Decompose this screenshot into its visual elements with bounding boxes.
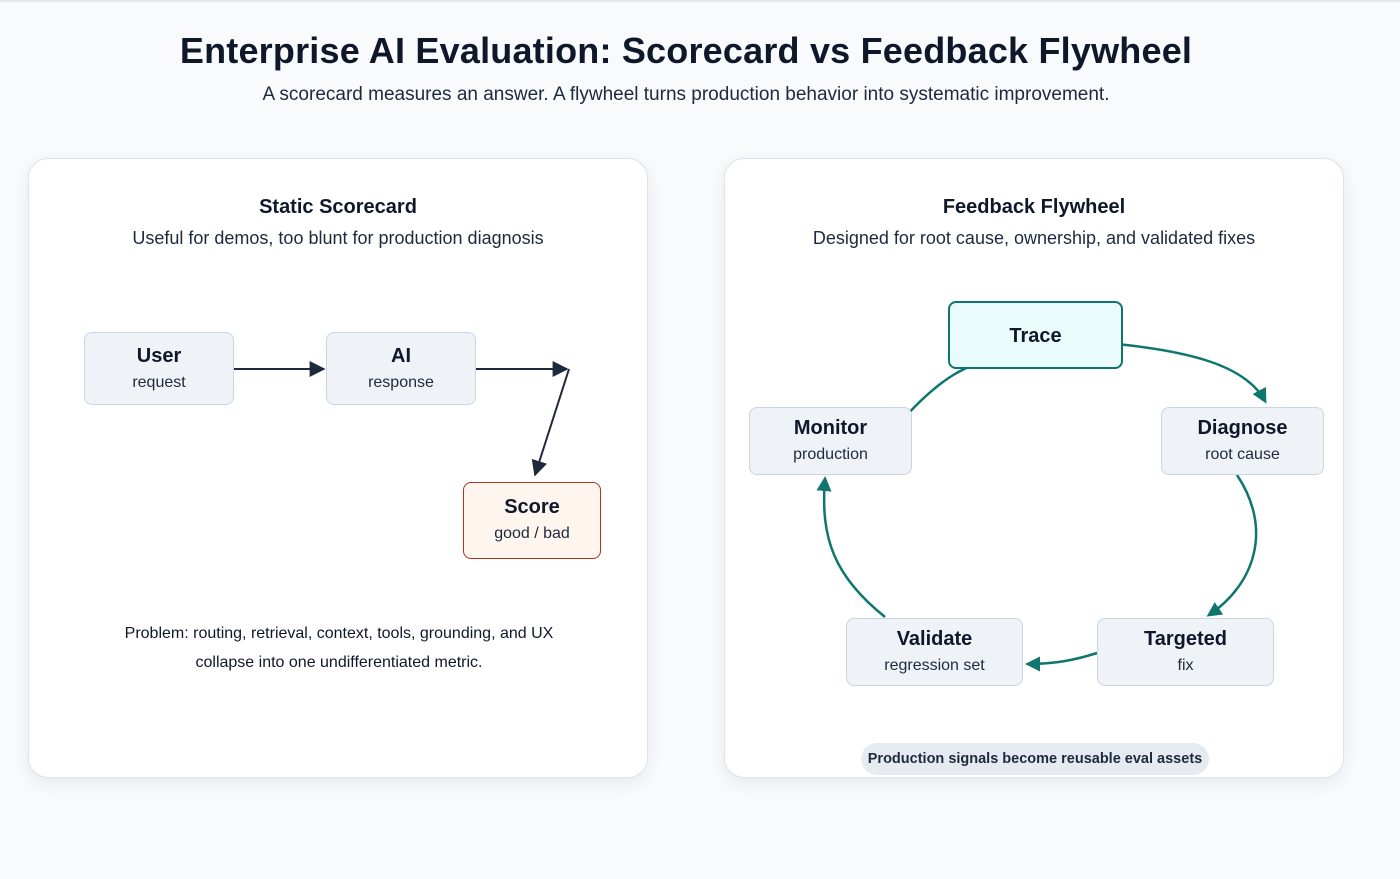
panel-subtitle: Designed for root cause, ownership, and … <box>812 228 1256 248</box>
node-title: Trace <box>1009 325 1062 347</box>
page-title: Enterprise AI Evaluation: Scorecard vs F… <box>179 30 1193 71</box>
panel-title: Feedback Flywheel <box>942 196 1126 218</box>
node-subtitle: root cause <box>1205 446 1280 463</box>
problem-line-1: Problem: routing, retrieval, context, to… <box>124 625 554 642</box>
eval-assets-badge: Production signals become reusable eval … <box>861 743 1209 775</box>
static-scorecard-panel: Static Scorecard Useful for demos, too b… <box>28 158 648 778</box>
arrow-targeted-to-validate <box>1025 651 1098 672</box>
arrow-validate-to-monitor <box>816 476 886 618</box>
problem-line-2: collapse into one undifferentiated metri… <box>195 654 483 671</box>
panel-title: Static Scorecard <box>259 196 417 218</box>
trace-node: Trace <box>948 301 1123 369</box>
node-subtitle: production <box>793 446 868 463</box>
diagnose-node: Diagnose root cause <box>1161 407 1324 475</box>
node-subtitle: good / bad <box>494 525 570 542</box>
score-node: Score good / bad <box>463 482 601 559</box>
feedback-flywheel-panel: Feedback Flywheel Designed for root caus… <box>724 158 1344 778</box>
page-subtitle: A scorecard measures an answer. A flywhe… <box>262 84 1110 105</box>
top-divider <box>0 0 1400 2</box>
node-title: Diagnose <box>1197 417 1288 439</box>
node-title: Score <box>504 496 560 518</box>
arrow-corner-to-score <box>531 368 570 477</box>
panel-subtitle: Useful for demos, too blunt for producti… <box>132 228 544 248</box>
node-title: User <box>136 345 182 367</box>
arrow-diagnose-to-targeted <box>1206 474 1258 617</box>
scorecard-flow-arrows <box>233 361 570 477</box>
ai-node: AI response <box>326 332 476 405</box>
node-title: AI <box>391 345 411 367</box>
node-subtitle: request <box>132 374 186 391</box>
monitor-node: Monitor production <box>749 407 912 475</box>
node-subtitle: response <box>368 374 434 391</box>
problem-statement: Problem: routing, retrieval, context, to… <box>89 619 589 677</box>
targeted-fix-node: Targeted fix <box>1097 618 1274 686</box>
node-title: Validate <box>896 628 973 650</box>
node-subtitle: fix <box>1177 657 1194 674</box>
user-node: User request <box>84 332 234 405</box>
node-title: Monitor <box>793 417 868 439</box>
arrow-trace-to-diagnose <box>1116 342 1267 404</box>
validate-node: Validate regression set <box>846 618 1023 686</box>
node-subtitle: regression set <box>884 657 985 674</box>
node-title: Targeted <box>1144 628 1227 650</box>
